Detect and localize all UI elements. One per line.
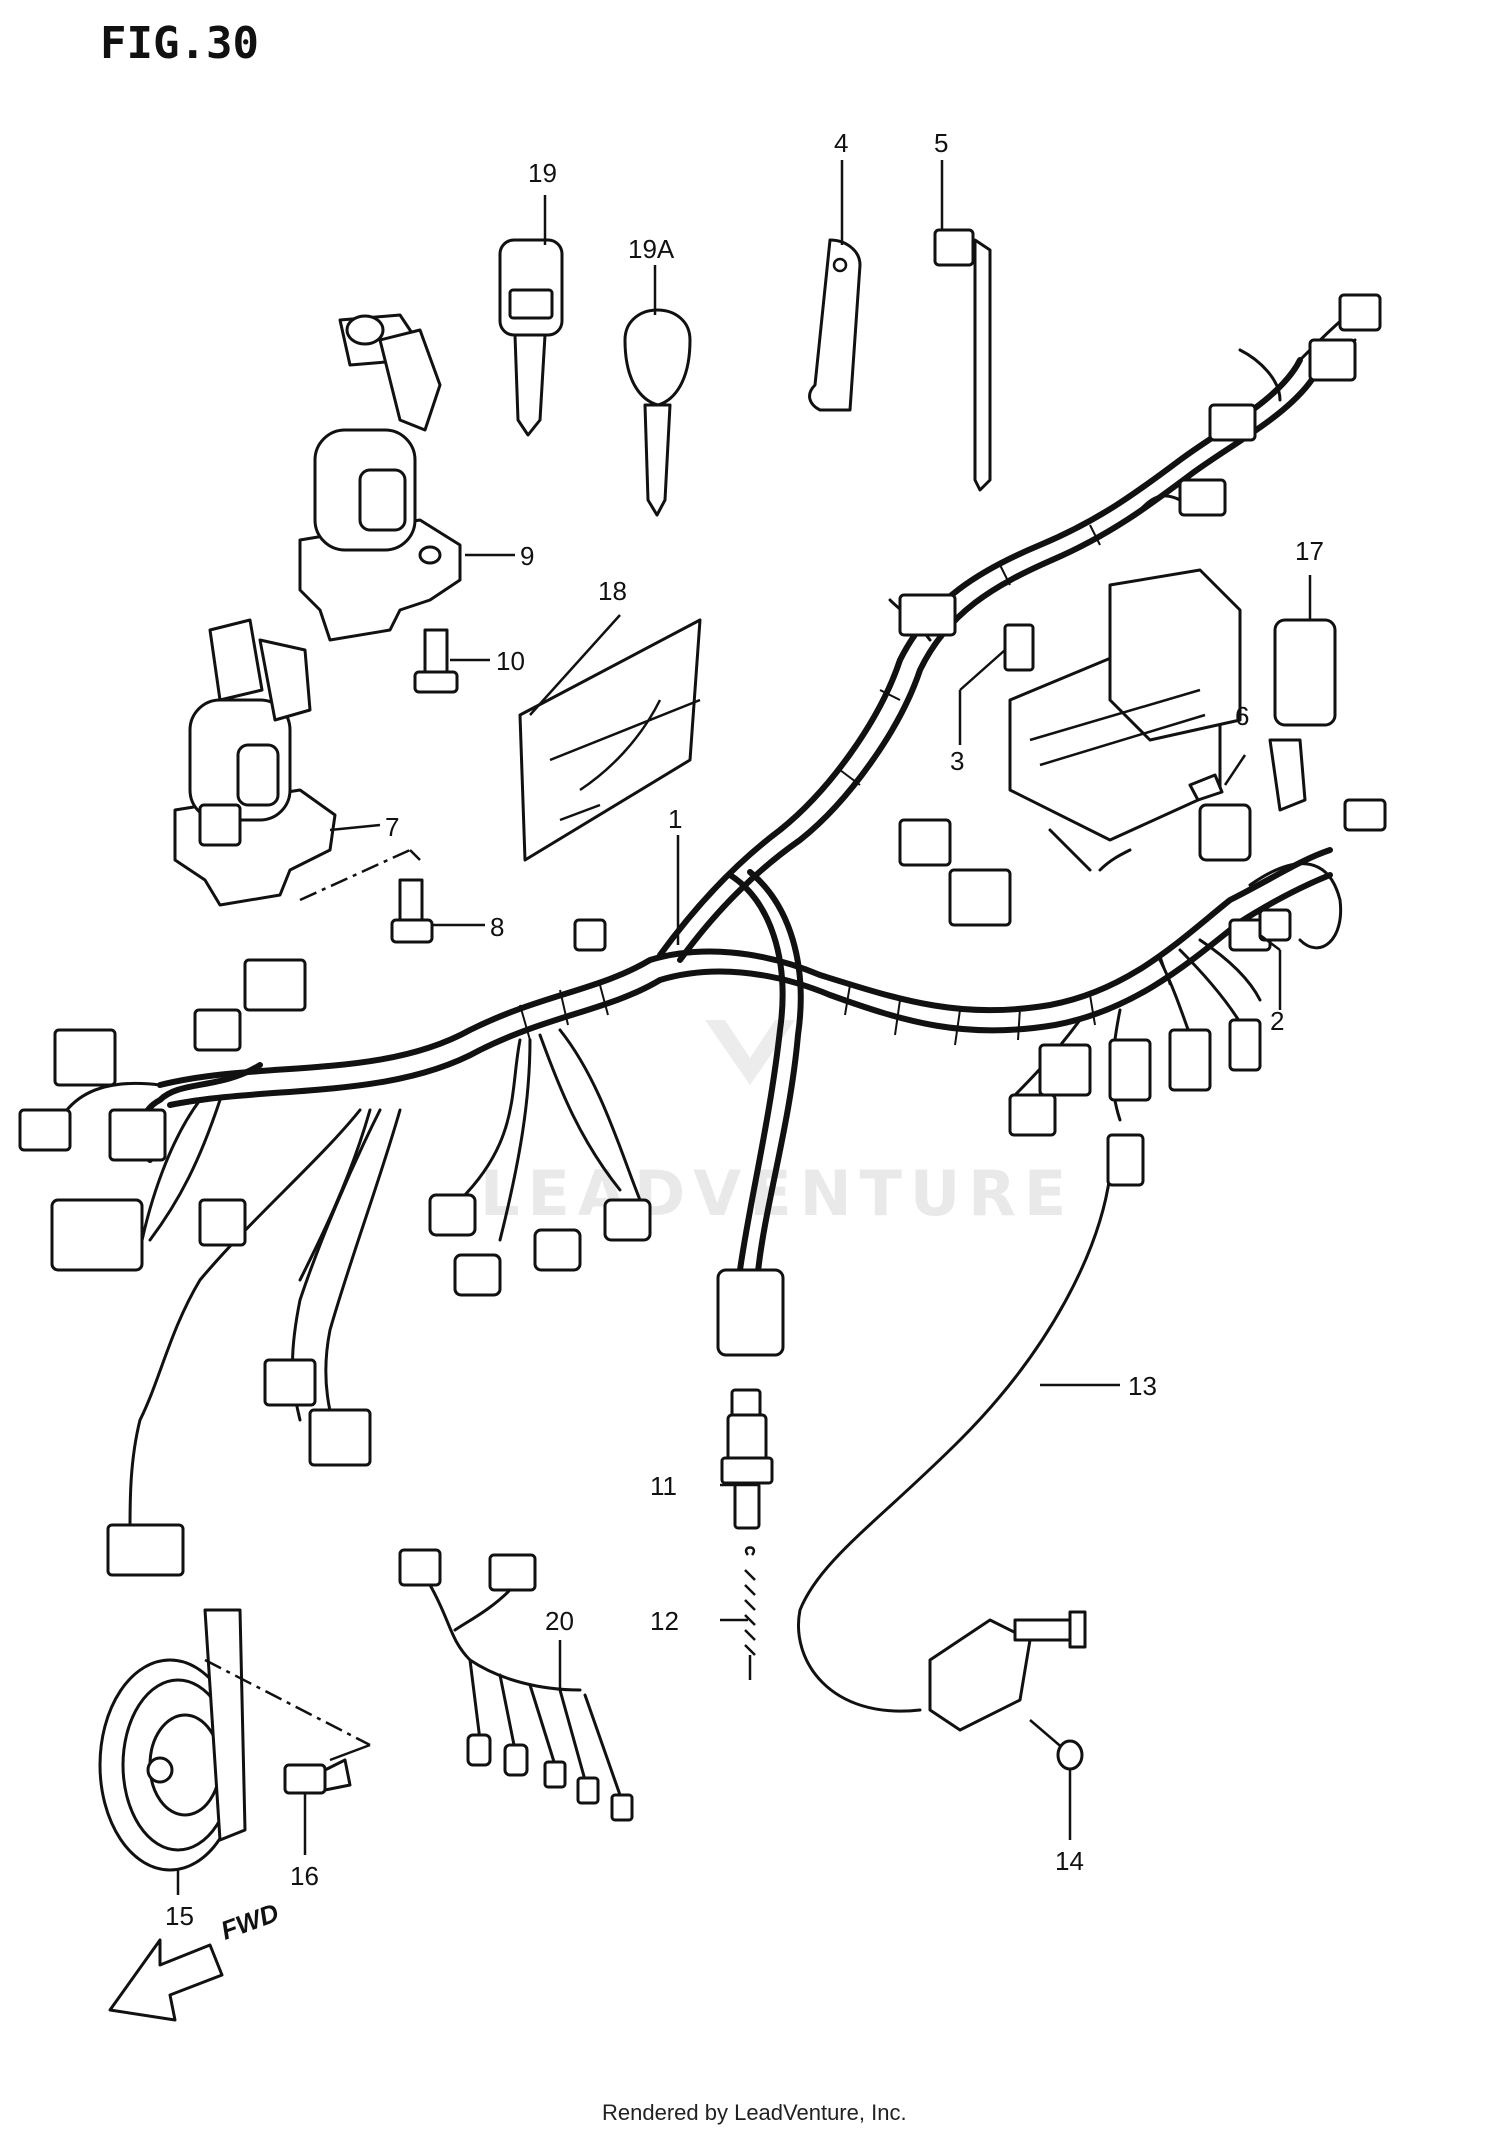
harness-connector <box>533 1228 582 1272</box>
callout-2: 2 <box>1270 1006 1284 1036</box>
harness-connector <box>108 1108 167 1162</box>
harness-connector <box>1343 798 1387 832</box>
harness-connector <box>50 1198 144 1272</box>
switch-spring <box>744 1546 756 1680</box>
bolt-10 <box>413 628 459 694</box>
figure-title: FIG.30 <box>100 18 259 69</box>
ignition-switch-assembly <box>298 313 462 642</box>
horn-bolt <box>283 1758 352 1795</box>
callout-19a: 19A <box>628 234 675 264</box>
harness-connector <box>53 1028 117 1087</box>
callout-19: 19 <box>528 158 557 188</box>
fwd-label: FWD <box>217 1897 283 1946</box>
callout-3: 3 <box>950 746 964 776</box>
callout-15: 15 <box>165 1901 194 1931</box>
callout-12: 12 <box>650 1606 679 1636</box>
harness-connector <box>106 1523 185 1577</box>
harness-connector <box>1038 1043 1092 1097</box>
ignition-key-blank <box>623 308 692 517</box>
screw-6 <box>1188 773 1224 802</box>
forward-direction-arrow: FWD <box>108 1897 283 2022</box>
harness-connector <box>1168 1028 1212 1092</box>
callout-9: 9 <box>520 541 534 571</box>
harness-connector <box>1338 293 1382 332</box>
harness-connector <box>573 918 607 952</box>
side-stand-switch-cable <box>797 1133 1145 1732</box>
horn <box>98 1608 371 1872</box>
harness-connector <box>428 1193 477 1237</box>
harness-connector <box>1308 338 1357 382</box>
callout-16: 16 <box>290 1861 319 1891</box>
harness-connector <box>308 1408 372 1467</box>
harness-connector <box>603 1198 652 1242</box>
harness-connector <box>948 868 1012 927</box>
harness-connector <box>193 1008 242 1052</box>
harness-connector <box>1108 1038 1152 1102</box>
harness-connector <box>1008 1093 1057 1137</box>
callout-1: 1 <box>668 804 682 834</box>
screw-14 <box>1029 1719 1084 1771</box>
callout-18: 18 <box>598 576 627 606</box>
callout-10: 10 <box>496 646 525 676</box>
harness-connector <box>1198 803 1252 862</box>
sub-harness <box>398 1548 634 1822</box>
harness-connector <box>898 818 952 867</box>
callout-20: 20 <box>545 1606 574 1636</box>
harness-clamp <box>808 238 862 412</box>
harness-connector <box>716 1268 785 1357</box>
ignition-key <box>498 238 564 437</box>
callout-6: 6 <box>1235 701 1249 731</box>
relay <box>1268 618 1337 812</box>
fuse-box <box>1003 568 1242 842</box>
harness-connector <box>1228 1018 1262 1072</box>
harness-connector <box>1178 478 1227 517</box>
callout-11: 11 <box>650 1471 677 1501</box>
wiring-label-sheet <box>518 618 702 862</box>
callout-5: 5 <box>934 128 948 158</box>
harness-connector <box>898 593 957 637</box>
callout-13: 13 <box>1128 1371 1157 1401</box>
callout-8: 8 <box>490 912 504 942</box>
leader-lines <box>176 160 1312 1895</box>
harness-connector <box>453 1253 502 1297</box>
ignition-switch-assembly-lower <box>173 618 421 907</box>
callout-7: 7 <box>385 812 399 842</box>
cable-band <box>933 228 992 492</box>
brake-light-switch <box>720 1388 774 1530</box>
callout-14: 14 <box>1055 1846 1084 1876</box>
harness-connector <box>263 1358 317 1407</box>
harness-connector <box>198 1198 247 1247</box>
harness-connector <box>243 958 307 1012</box>
harness-connector <box>1258 908 1292 942</box>
main-wiring-harness <box>18 293 1387 1577</box>
callout-17: 17 <box>1295 536 1324 566</box>
harness-connector <box>1208 403 1257 442</box>
callout-4: 4 <box>834 128 848 158</box>
callout-labels: 19 19A 4 5 9 10 7 8 18 1 3 6 17 2 11 12 … <box>165 128 1324 1931</box>
bolt-8 <box>390 878 434 944</box>
harness-connector <box>18 1108 72 1152</box>
render-credit: Rendered by LeadVenture, Inc. <box>602 2100 907 2125</box>
